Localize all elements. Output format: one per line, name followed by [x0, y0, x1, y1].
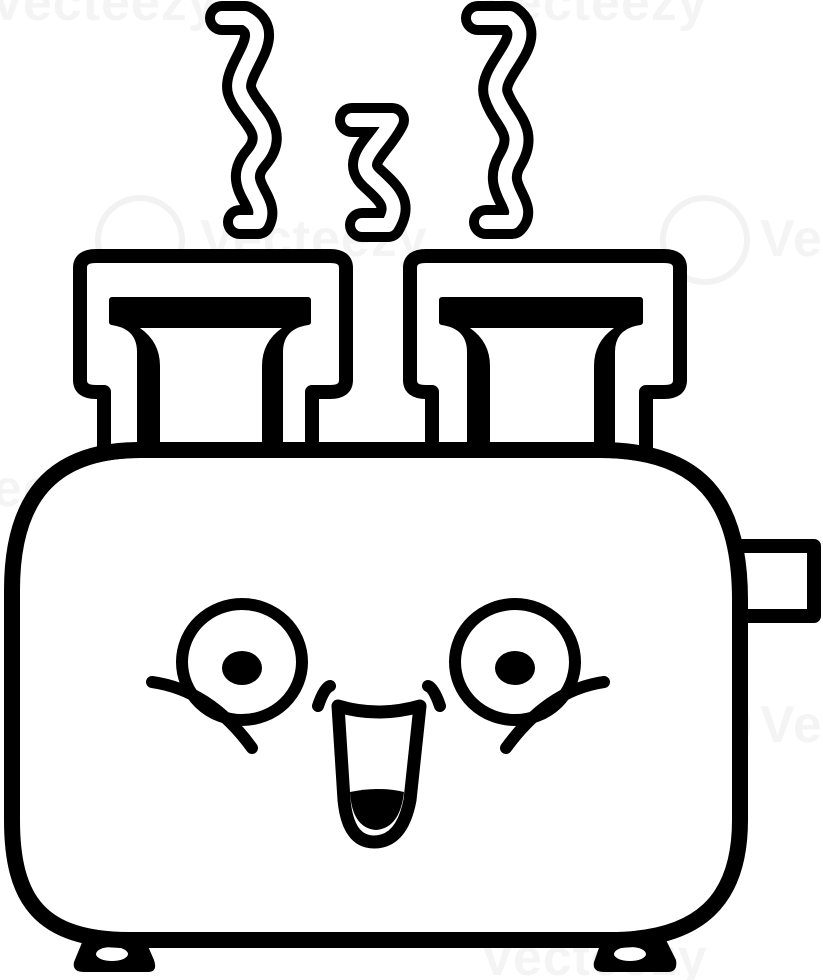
toast-left-icon — [73, 249, 353, 459]
watermark-text: Vecteezy — [760, 210, 823, 268]
eye-left-icon — [146, 598, 308, 754]
eye-right-icon — [449, 598, 610, 754]
mouth-icon — [312, 680, 446, 849]
toast-right-icon — [403, 249, 687, 459]
steam-icon — [205, 1, 537, 242]
toaster-body — [4, 442, 748, 948]
watermark-text: Vecteezy — [0, 0, 218, 32]
toaster-face — [146, 598, 610, 849]
watermark-text: Vecteezy — [760, 696, 823, 754]
